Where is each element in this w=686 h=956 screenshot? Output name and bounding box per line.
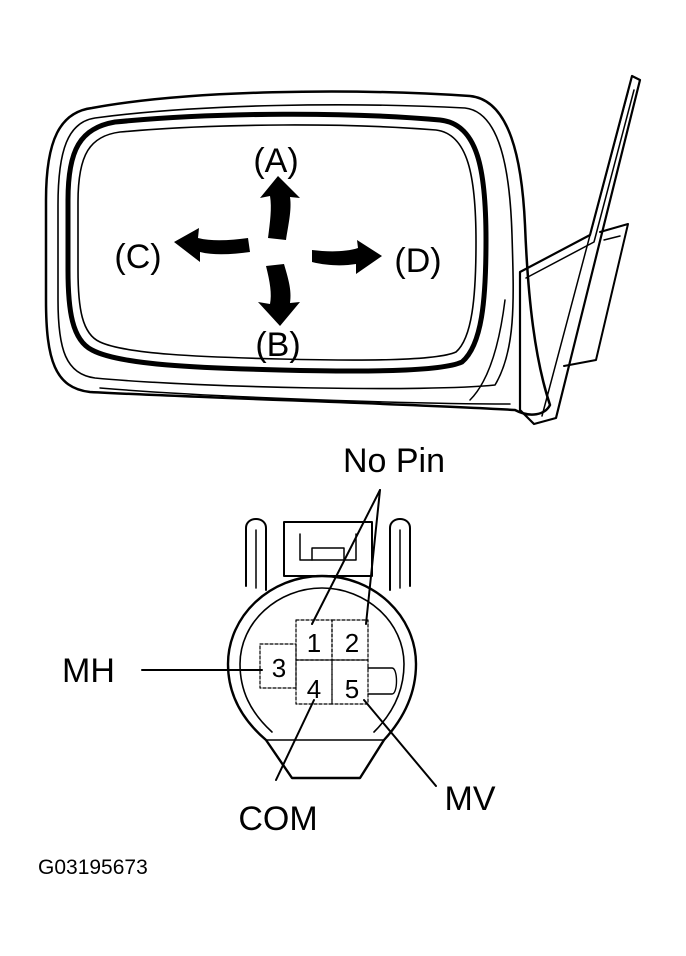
direction-arrows bbox=[174, 176, 382, 326]
mirror-housing bbox=[44, 90, 552, 416]
pin-number-5: 5 bbox=[345, 674, 359, 704]
callout-mv: MV bbox=[445, 780, 496, 818]
direction-label-b: (B) bbox=[255, 326, 300, 364]
callout-no-pin: No Pin bbox=[343, 442, 445, 480]
direction-label-a: (A) bbox=[253, 142, 298, 180]
mirror-glass bbox=[77, 124, 477, 361]
direction-label-d: (D) bbox=[394, 242, 441, 280]
callout-leaders bbox=[141, 489, 437, 787]
pin-number-3: 3 bbox=[272, 653, 286, 683]
arrow-right-icon bbox=[312, 240, 382, 274]
pin-number-4: 4 bbox=[307, 674, 321, 704]
pin-number-1: 1 bbox=[307, 628, 321, 658]
mirror-mount-arm bbox=[518, 74, 642, 426]
connector: 1 2 3 4 5 bbox=[226, 518, 418, 780]
callout-com: COM bbox=[238, 800, 317, 838]
callout-mh: MH bbox=[62, 652, 115, 690]
pin-number-2: 2 bbox=[345, 628, 359, 658]
pin-grid bbox=[259, 619, 398, 705]
mirror-glass-border bbox=[65, 111, 489, 374]
figure-id: G03195673 bbox=[38, 856, 148, 879]
mirror-assembly: (A) (B) (C) (D) bbox=[44, 74, 642, 426]
connector-body bbox=[226, 574, 418, 780]
mirror-housing-rim bbox=[57, 104, 514, 390]
arrow-down-icon bbox=[258, 264, 300, 326]
arrow-up-icon bbox=[260, 176, 300, 240]
arrow-left-icon bbox=[174, 228, 250, 262]
direction-label-c: (C) bbox=[114, 238, 161, 276]
